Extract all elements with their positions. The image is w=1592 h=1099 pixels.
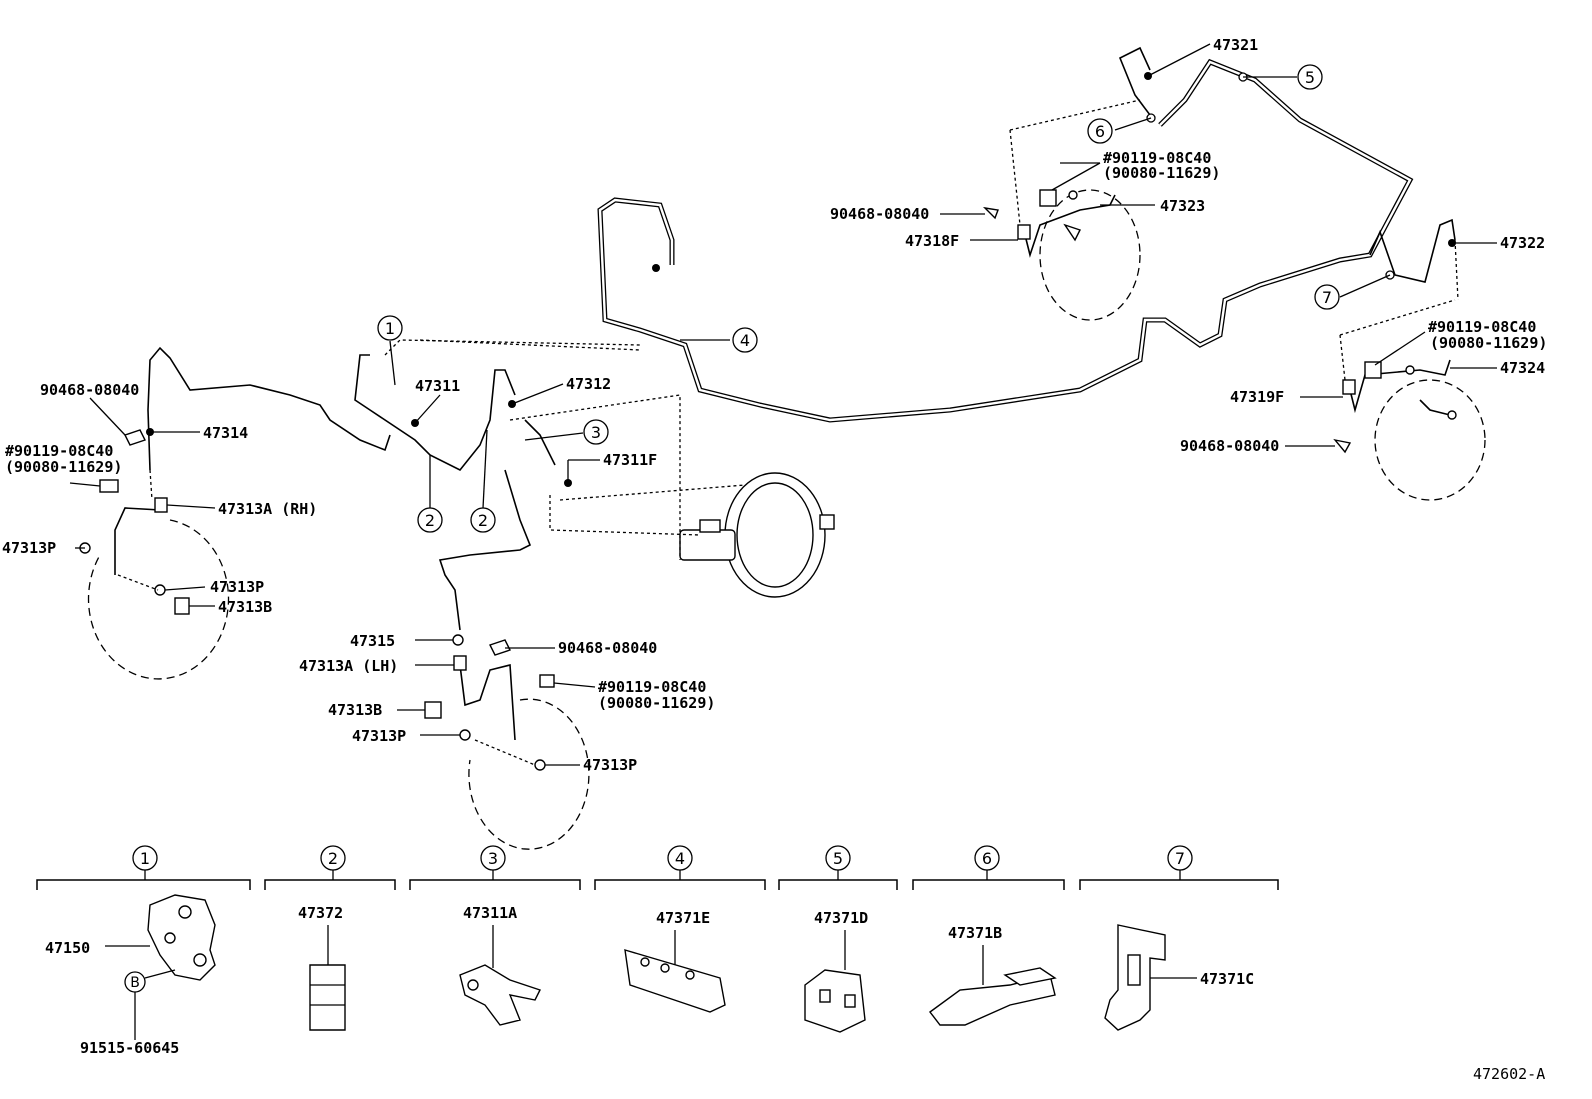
label-47319F: 47319F	[1230, 388, 1284, 406]
svg-text:2: 2	[328, 849, 338, 868]
svg-text:7: 7	[1322, 288, 1332, 307]
label-47371D: 47371D	[814, 909, 868, 927]
label-47324: 47324	[1500, 359, 1545, 377]
svg-text:1: 1	[385, 319, 395, 338]
label-90119-rr2a: #90119-08C40	[1428, 318, 1536, 336]
label-47371E: 47371E	[656, 909, 710, 927]
detail-strip: 1 47150 B 91515-60645 2 47372	[36, 845, 1279, 1057]
label-47313P-2: 47313P	[210, 578, 264, 596]
svg-text:4: 4	[740, 331, 750, 350]
connectors	[146, 72, 1456, 487]
label-47150: 47150	[45, 939, 90, 957]
svg-text:7: 7	[1175, 849, 1185, 868]
main-brake-line-bundle	[597, 46, 1456, 423]
label-47313P-3: 47313P	[352, 727, 406, 745]
callout-6: 6	[1087, 118, 1113, 144]
label-47311F: 47311F	[603, 451, 657, 469]
label-47322: 47322	[1500, 234, 1545, 252]
label-90119-rr1a: #90119-08C40	[1103, 149, 1211, 167]
svg-text:1: 1	[140, 849, 150, 868]
label-90468-rr1: 90468-08040	[830, 205, 929, 223]
label-47371B: 47371B	[948, 924, 1002, 942]
front-left-wheel-assembly	[424, 634, 590, 850]
label-91515-60645: 91515-60645	[80, 1039, 179, 1057]
label-47318F: 47318F	[905, 232, 959, 250]
label-90468-fr: 90468-08040	[40, 381, 139, 399]
label-47313B-1: 47313B	[218, 598, 272, 616]
svg-text:4: 4	[675, 849, 685, 868]
label-47371C: 47371C	[1200, 970, 1254, 988]
svg-text:3: 3	[488, 849, 498, 868]
label-90119-rr1b: (90080-11629)	[1103, 164, 1220, 182]
callout-2a: 2	[417, 507, 443, 533]
label-90119-fla: #90119-08C40	[598, 678, 706, 696]
callout-2b: 2	[470, 507, 496, 533]
brake-booster	[509, 394, 835, 598]
callout-1: 1	[377, 315, 403, 341]
detail-6: 6 47371B	[912, 845, 1065, 1026]
label-90119-rr2b: (90080-11629)	[1430, 334, 1547, 352]
detail-5: 5 47371D	[778, 845, 898, 1033]
svg-text:B: B	[130, 975, 140, 991]
detail-7: 7 47371C	[1079, 845, 1279, 1031]
callout-7: 7	[1314, 284, 1340, 310]
svg-text:6: 6	[1095, 122, 1105, 141]
label-47323: 47323	[1160, 197, 1205, 215]
label-47321: 47321	[1213, 36, 1258, 54]
callout-5: 5	[1297, 64, 1323, 90]
callout-3: 3	[583, 419, 609, 445]
label-47313A-RH: 47313A (RH)	[218, 500, 317, 518]
label-90119-fra: #90119-08C40	[5, 442, 113, 460]
part-labels: 47321 #90119-08C40 (90080-11629) 47323 9…	[2, 36, 1547, 774]
svg-text:6: 6	[982, 849, 992, 868]
detail-1: 1 47150 B 91515-60645	[36, 845, 251, 1057]
figure-code: 472602-A	[1473, 1065, 1545, 1083]
detail-4: 4 47371E	[594, 845, 766, 1013]
detail-2: 2 47372	[264, 845, 396, 1031]
rear-left-wheel-assembly	[1333, 239, 1486, 501]
label-47372: 47372	[298, 904, 343, 922]
svg-text:2: 2	[425, 511, 435, 530]
label-47313A-LH: 47313A (LH)	[299, 657, 398, 675]
label-47313B-2: 47313B	[328, 701, 382, 719]
label-47315: 47315	[350, 632, 395, 650]
svg-text:3: 3	[591, 423, 601, 442]
label-90119-flb: (90080-11629)	[598, 694, 715, 712]
label-47313P-4: 47313P	[583, 756, 637, 774]
label-90468-fl: 90468-08040	[558, 639, 657, 657]
label-47312: 47312	[566, 375, 611, 393]
rear-right-wheel-assembly	[982, 99, 1141, 321]
callouts: 1 2 2 3 4 5 6 7	[377, 64, 1340, 533]
callout-4: 4	[732, 327, 758, 353]
label-90468-rr2: 90468-08040	[1180, 437, 1279, 455]
svg-text:5: 5	[833, 849, 843, 868]
svg-text:5: 5	[1305, 68, 1315, 87]
label-90119-frb: (90080-11629)	[5, 458, 122, 476]
leader-lines	[69, 43, 1497, 766]
detail-3: 3 47311A	[409, 845, 581, 1026]
label-47311A: 47311A	[463, 904, 517, 922]
svg-text:2: 2	[478, 511, 488, 530]
label-47311: 47311	[415, 377, 460, 395]
front-brake-lines	[147, 339, 641, 631]
label-47314: 47314	[203, 424, 248, 442]
label-47313P-1: 47313P	[2, 539, 56, 557]
